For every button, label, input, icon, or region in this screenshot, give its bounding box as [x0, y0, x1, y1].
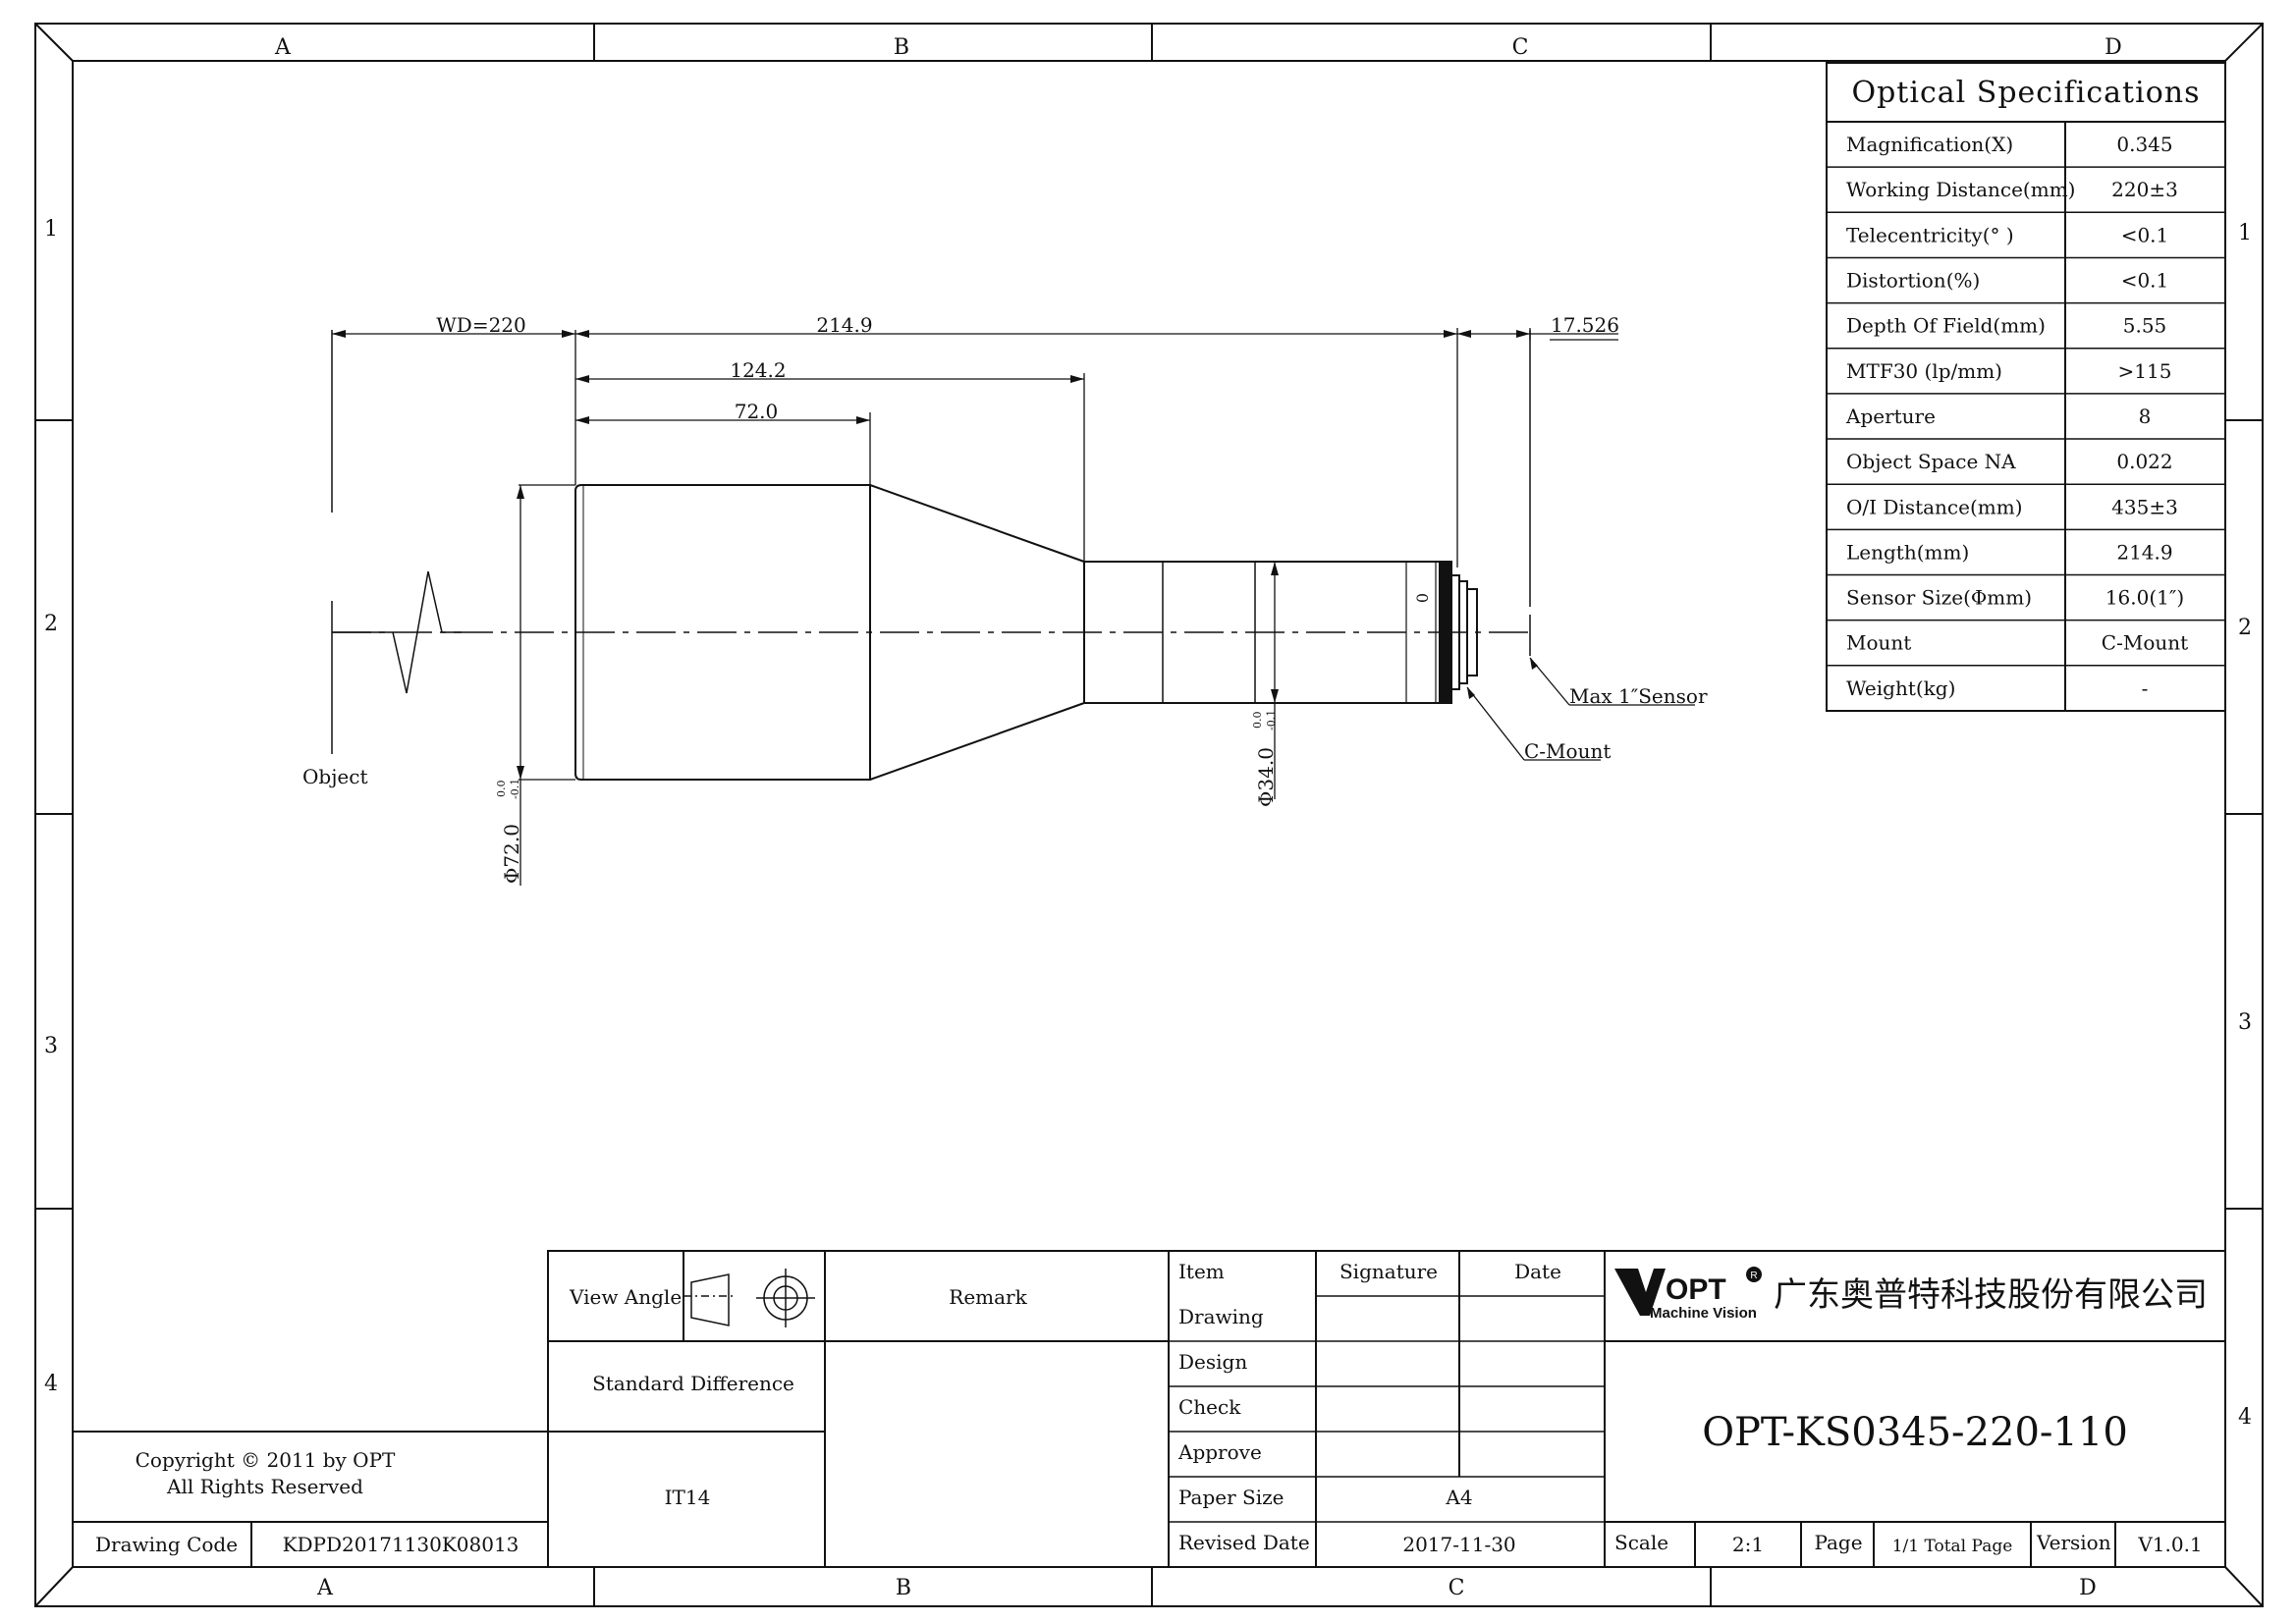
spec-value: <0.1 [2121, 269, 2169, 293]
opt-logo: OPT Machine Vision R [1614, 1267, 1762, 1322]
drawing-frame [34, 23, 2264, 1607]
spec-label: Sensor Size(Φmm) [1846, 586, 2032, 610]
copyright-line2: All Rights Reserved [166, 1475, 363, 1498]
frame-row-label: 3 [2238, 1010, 2252, 1035]
dim-rear-diameter: Φ34.0 [1254, 747, 1278, 807]
spec-label: Distortion(%) [1846, 269, 1980, 293]
ring-mark: 0 [1413, 593, 1432, 603]
revised-date-label: Revised Date [1178, 1531, 1310, 1554]
frame-col-label: B [896, 1576, 911, 1600]
frame-row-label: 4 [2238, 1405, 2252, 1430]
dim-rear-tol-upper: 0.0 [1251, 712, 1264, 730]
spec-value: 220±3 [2111, 178, 2178, 201]
lens-drawing: 0 [302, 313, 1708, 886]
item-header: Item [1178, 1260, 1225, 1283]
spec-value: <0.1 [2121, 223, 2169, 246]
sign-row-design: Design [1178, 1350, 1247, 1374]
spec-value: 16.0(1″) [2105, 586, 2184, 610]
page-label: Page [1814, 1531, 1862, 1554]
sign-row-drawing: Drawing [1178, 1305, 1264, 1328]
signature-header: Signature [1339, 1260, 1438, 1283]
frame-col-label: A [274, 35, 292, 60]
company-name: 广东奥普特科技股份有限公司 [1774, 1275, 2208, 1315]
spec-label: MTF30 (lp/mm) [1846, 359, 2002, 383]
frame-col-label: D [2079, 1576, 2097, 1600]
drawing-code: KDPD20171130K08013 [283, 1533, 519, 1556]
dim-rear-tol-lower: -0.1 [1265, 710, 1278, 730]
paper-size-value: A4 [1445, 1486, 1472, 1509]
spec-value: - [2142, 676, 2149, 700]
dim-front-tol-upper: 0.0 [495, 781, 508, 798]
spec-label: Aperture [1845, 405, 1936, 428]
sign-row-check: Check [1178, 1395, 1241, 1419]
drawing-code-label: Drawing Code [95, 1533, 238, 1556]
remark-label: Remark [949, 1285, 1027, 1309]
c-mount-label: C-Mount [1524, 739, 1611, 763]
sensor-label: Max 1″Sensor [1569, 684, 1708, 708]
spec-label: Magnification(X) [1846, 133, 2013, 156]
spec-label: Working Distance(mm) [1846, 178, 2075, 201]
spec-label: Object Space NA [1846, 450, 2016, 473]
projection-symbol-icon [683, 1269, 815, 1327]
spec-label: Depth Of Field(mm) [1846, 314, 2046, 338]
object-plane [331, 330, 462, 754]
spec-value: 0.345 [2116, 133, 2172, 156]
frame-row-label: 2 [2238, 616, 2252, 640]
spec-value: 5.55 [2123, 314, 2167, 338]
part-number: OPT-KS0345-220-110 [1702, 1410, 2128, 1455]
dim-sensor-offset: 17.526 [1551, 313, 1619, 337]
frame-row-label: 2 [44, 612, 58, 636]
version-value: V1.0.1 [2137, 1533, 2202, 1556]
frame-col-label: C [1512, 35, 1529, 60]
spec-value: >115 [2118, 359, 2172, 383]
view-angle-label: View Angle [569, 1285, 682, 1309]
dim-front-diameter: Φ72.0 [500, 824, 523, 884]
frame-row-label: 1 [2238, 221, 2252, 245]
opt-logo-text: OPT [1666, 1273, 1726, 1306]
dim-front-tol-lower: -0.1 [509, 779, 521, 799]
registered-mark: R [1750, 1271, 1757, 1281]
spec-value: 214.9 [2116, 540, 2172, 564]
opt-logo-subtitle: Machine Vision [1650, 1305, 1757, 1322]
paper-size-label: Paper Size [1178, 1486, 1285, 1509]
opt-logo-mark-icon [1614, 1269, 1666, 1316]
scale-label: Scale [1614, 1531, 1668, 1554]
frame-col-label: D [2105, 35, 2122, 60]
spec-label: O/I Distance(mm) [1846, 495, 2023, 518]
object-label: Object [302, 765, 367, 788]
title-block: View Angle Remark Standard Difference IT… [72, 1250, 2226, 1568]
scale-value: 2:1 [1732, 1533, 1764, 1556]
dim-mid-length: 124.2 [730, 358, 786, 382]
frame-col-label: B [894, 35, 909, 60]
spec-label: Weight(kg) [1846, 676, 1955, 700]
frame-col-label: C [1449, 1576, 1465, 1600]
frame-row-label: 1 [44, 217, 58, 242]
spec-label: Length(mm) [1846, 540, 1969, 564]
revised-date-value: 2017-11-30 [1402, 1533, 1515, 1556]
dim-total-length: 214.9 [816, 313, 872, 337]
tolerance-grade: IT14 [665, 1486, 711, 1509]
standard-difference-label: Standard Difference [592, 1372, 794, 1395]
version-label: Version [2036, 1531, 2111, 1554]
frame-row-label: 3 [44, 1034, 58, 1058]
date-header: Date [1514, 1260, 1561, 1283]
dim-working-distance: WD=220 [436, 313, 526, 337]
spec-value: 435±3 [2111, 495, 2178, 518]
dim-front-length: 72.0 [735, 400, 779, 423]
copyright-line1: Copyright © 2011 by OPT [136, 1448, 396, 1472]
frame-col-label: A [316, 1576, 334, 1600]
spec-value: 8 [2139, 405, 2152, 428]
spec-value: C-Mount [2102, 631, 2188, 655]
spec-table-title: Optical Specifications [1852, 76, 2201, 110]
page-value: 1/1 Total Page [1892, 1537, 2013, 1556]
spec-value: 0.022 [2116, 450, 2172, 473]
optical-spec-table: Optical Specifications Magnification(X) 0… [1826, 62, 2226, 712]
sign-row-approve: Approve [1177, 1440, 1262, 1464]
spec-label: Mount [1846, 631, 1911, 655]
frame-row-label: 4 [44, 1372, 58, 1396]
spec-label: Telecentricity(° ) [1846, 223, 2014, 246]
lens-body [574, 484, 1478, 781]
